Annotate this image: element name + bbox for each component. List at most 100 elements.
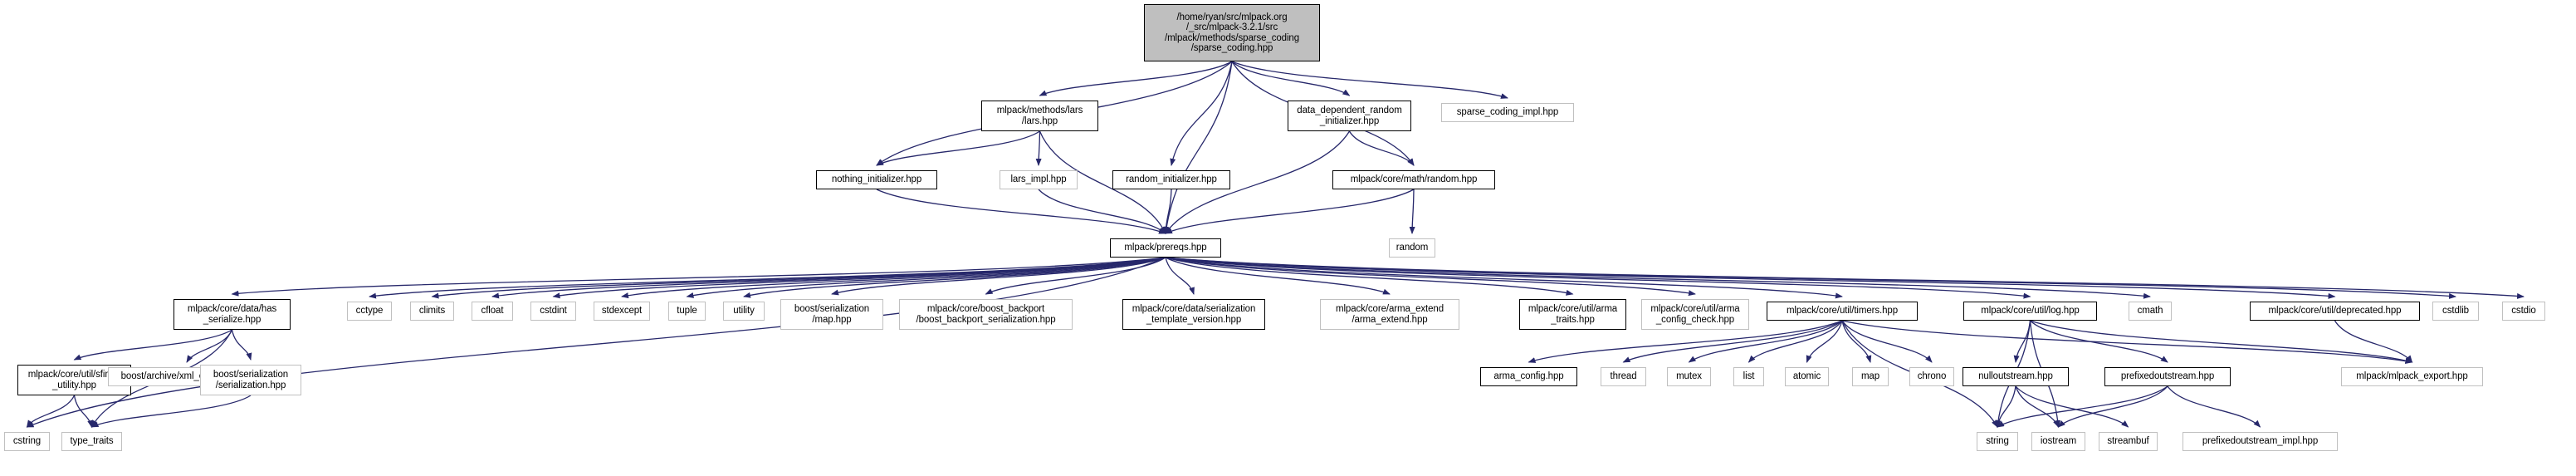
edge-has_serialize-to-boost_serialization bbox=[231, 329, 252, 361]
graph-node-arma_traits[interactable]: mlpack/core/util/arma _traits.hpp bbox=[1519, 299, 1626, 330]
graph-node-serialization_tv[interactable]: mlpack/core/data/serialization _template… bbox=[1122, 299, 1265, 330]
edge-prereqs-to-arma_extend bbox=[1165, 257, 1391, 295]
graph-node-stdexcept[interactable]: stdexcept bbox=[594, 302, 650, 321]
edge-prereqs-to-cstdint bbox=[552, 257, 1166, 299]
graph-node-iostream[interactable]: iostream bbox=[2031, 432, 2085, 451]
graph-node-prefixedoutstream[interactable]: prefixedoutstream.hpp bbox=[2104, 367, 2231, 386]
edge-math_random-to-random bbox=[1409, 189, 1415, 234]
edge-timers-to-map bbox=[1841, 320, 1872, 363]
edge-prefixedoutstream-to-prefixedoutstream_impl bbox=[2167, 385, 2261, 428]
graph-node-ddri[interactable]: data_dependent_random _initializer.hpp bbox=[1288, 101, 1411, 131]
edge-prereqs-to-deprecated bbox=[1165, 257, 2336, 299]
graph-node-cstdint[interactable]: cstdint bbox=[530, 302, 576, 321]
edge-root-to-sparse_coding_impl bbox=[1231, 61, 1508, 99]
edge-timers-to-list bbox=[1747, 320, 1843, 363]
graph-node-boost_map[interactable]: boost/serialization /map.hpp bbox=[780, 299, 883, 330]
graph-node-deprecated[interactable]: mlpack/core/util/deprecated.hpp bbox=[2250, 302, 2420, 321]
edge-prefixedoutstream-to-string bbox=[1997, 385, 2168, 428]
edge-prereqs-to-cstring bbox=[26, 257, 1166, 428]
graph-node-climits[interactable]: climits bbox=[410, 302, 454, 321]
graph-node-chrono[interactable]: chrono bbox=[1909, 367, 1954, 386]
edge-lars-to-lars_impl bbox=[1035, 130, 1042, 166]
graph-node-atomic[interactable]: atomic bbox=[1785, 367, 1829, 386]
graph-node-mutex[interactable]: mutex bbox=[1667, 367, 1711, 386]
graph-node-boost_serialization[interactable]: boost/serialization /serialization.hpp bbox=[200, 365, 301, 395]
edge-root-to-random_init bbox=[1170, 61, 1233, 166]
edge-prereqs-to-tuple bbox=[686, 257, 1166, 298]
graph-node-arma_config_check[interactable]: mlpack/core/util/arma _config_check.hpp bbox=[1641, 299, 1749, 330]
edge-root-to-prereqs bbox=[1163, 61, 1233, 234]
edge-has_serialize-to-xml_oarchive bbox=[186, 329, 233, 363]
graph-node-cctype[interactable]: cctype bbox=[347, 302, 392, 321]
graph-node-prereqs[interactable]: mlpack/prereqs.hpp bbox=[1110, 238, 1221, 258]
edge-prereqs-to-boost_backport bbox=[985, 257, 1166, 295]
edge-root-to-lars bbox=[1039, 61, 1233, 96]
edge-sfinae_utility-to-cstring bbox=[26, 395, 76, 428]
graph-node-list[interactable]: list bbox=[1733, 367, 1764, 386]
graph-node-streambuf[interactable]: streambuf bbox=[2099, 432, 2158, 451]
graph-node-nothing_init[interactable]: nothing_initializer.hpp bbox=[816, 170, 937, 189]
edge-lars-to-nothing_init bbox=[876, 130, 1040, 166]
graph-node-cfloat[interactable]: cfloat bbox=[472, 302, 513, 321]
graph-node-log[interactable]: mlpack/core/util/log.hpp bbox=[1963, 302, 2097, 321]
edge-log-to-mlpack_export bbox=[2030, 320, 2413, 364]
edge-root-to-ddri bbox=[1231, 61, 1351, 96]
edge-prereqs-to-has_serialize bbox=[231, 257, 1166, 297]
edge-prereqs-to-serialization_tv bbox=[1165, 257, 1195, 295]
edge-prereqs-to-arma_config_check bbox=[1165, 257, 1696, 297]
edge-prereqs-to-utility bbox=[743, 257, 1166, 298]
graph-node-thread[interactable]: thread bbox=[1601, 367, 1646, 386]
edge-boost_serialization-to-type_traits bbox=[90, 395, 252, 428]
graph-node-math_random[interactable]: mlpack/core/math/random.hpp bbox=[1332, 170, 1495, 189]
edge-prereqs-to-cstdlib bbox=[1165, 257, 2456, 299]
edge-random_init-to-prereqs bbox=[1162, 189, 1172, 234]
edge-prereqs-to-climits bbox=[431, 257, 1166, 299]
edge-prereqs-to-arma_traits bbox=[1165, 257, 1574, 296]
edge-ddri-to-math_random bbox=[1348, 130, 1415, 166]
graph-node-utility[interactable]: utility bbox=[723, 302, 765, 321]
graph-node-prefixedoutstream_impl[interactable]: prefixedoutstream_impl.hpp bbox=[2183, 432, 2338, 451]
graph-node-lars[interactable]: mlpack/methods/lars /lars.hpp bbox=[981, 101, 1098, 131]
graph-node-type_traits[interactable]: type_traits bbox=[61, 432, 122, 451]
edge-timers-to-mlpack_export bbox=[1841, 320, 2413, 365]
graph-node-random[interactable]: random bbox=[1389, 238, 1435, 258]
edge-prefixedoutstream-to-iostream bbox=[2057, 385, 2168, 428]
graph-node-map[interactable]: map bbox=[1852, 367, 1889, 386]
edge-prereqs-to-cmath bbox=[1165, 257, 2151, 299]
edge-log-to-nulloutstream bbox=[2013, 320, 2031, 363]
edge-math_random-to-prereqs bbox=[1165, 189, 1415, 234]
edge-nulloutstream-to-string bbox=[1996, 385, 2016, 428]
edge-log-to-prefixedoutstream bbox=[2030, 320, 2168, 363]
graph-node-arma_extend[interactable]: mlpack/core/arma_extend /arma_extend.hpp bbox=[1320, 299, 1459, 330]
graph-node-cstdlib[interactable]: cstdlib bbox=[2432, 302, 2479, 321]
edge-prereqs-to-timers bbox=[1165, 257, 1843, 299]
graph-node-cmath[interactable]: cmath bbox=[2129, 302, 2172, 321]
edge-prereqs-to-cstdio bbox=[1165, 257, 2525, 299]
edge-nulloutstream-to-iostream bbox=[2015, 385, 2060, 428]
graph-node-cstring[interactable]: cstring bbox=[4, 432, 50, 451]
edge-prereqs-to-stdexcept bbox=[621, 257, 1166, 299]
graph-node-timers[interactable]: mlpack/core/util/timers.hpp bbox=[1767, 302, 1918, 321]
edge-deprecated-to-mlpack_export bbox=[2334, 320, 2413, 363]
graph-node-sparse_coding_impl[interactable]: sparse_coding_impl.hpp bbox=[1441, 103, 1574, 122]
graph-node-cstdio[interactable]: cstdio bbox=[2502, 302, 2545, 321]
graph-node-boost_backport[interactable]: mlpack/core/boost_backport /boost_backpo… bbox=[899, 299, 1073, 330]
edge-prereqs-to-boost_map bbox=[831, 257, 1166, 296]
edge-nulloutstream-to-streambuf bbox=[2015, 385, 2129, 428]
edge-nothing_init-to-prereqs bbox=[876, 189, 1166, 234]
edge-prereqs-to-cctype bbox=[369, 257, 1166, 299]
graph-node-nulloutstream[interactable]: nulloutstream.hpp bbox=[1963, 367, 2069, 386]
graph-node-random_init[interactable]: random_initializer.hpp bbox=[1112, 170, 1230, 189]
graph-node-root[interactable]: /home/ryan/src/mlpack.org /_src/mlpack-3… bbox=[1144, 4, 1320, 61]
graph-node-string[interactable]: string bbox=[1977, 432, 2018, 451]
graph-node-tuple[interactable]: tuple bbox=[668, 302, 706, 321]
graph-node-has_serialize[interactable]: mlpack/core/data/has _serialize.hpp bbox=[174, 299, 291, 330]
edge-prereqs-to-log bbox=[1165, 257, 2031, 299]
graph-node-mlpack_export[interactable]: mlpack/mlpack_export.hpp bbox=[2341, 367, 2483, 386]
edge-lars_impl-to-prereqs bbox=[1038, 189, 1166, 234]
graph-node-lars_impl[interactable]: lars_impl.hpp bbox=[1000, 170, 1078, 189]
edge-prereqs-to-cfloat bbox=[491, 257, 1166, 299]
edge-sfinae_utility-to-type_traits bbox=[73, 395, 94, 428]
graph-node-arma_config[interactable]: arma_config.hpp bbox=[1480, 367, 1577, 386]
